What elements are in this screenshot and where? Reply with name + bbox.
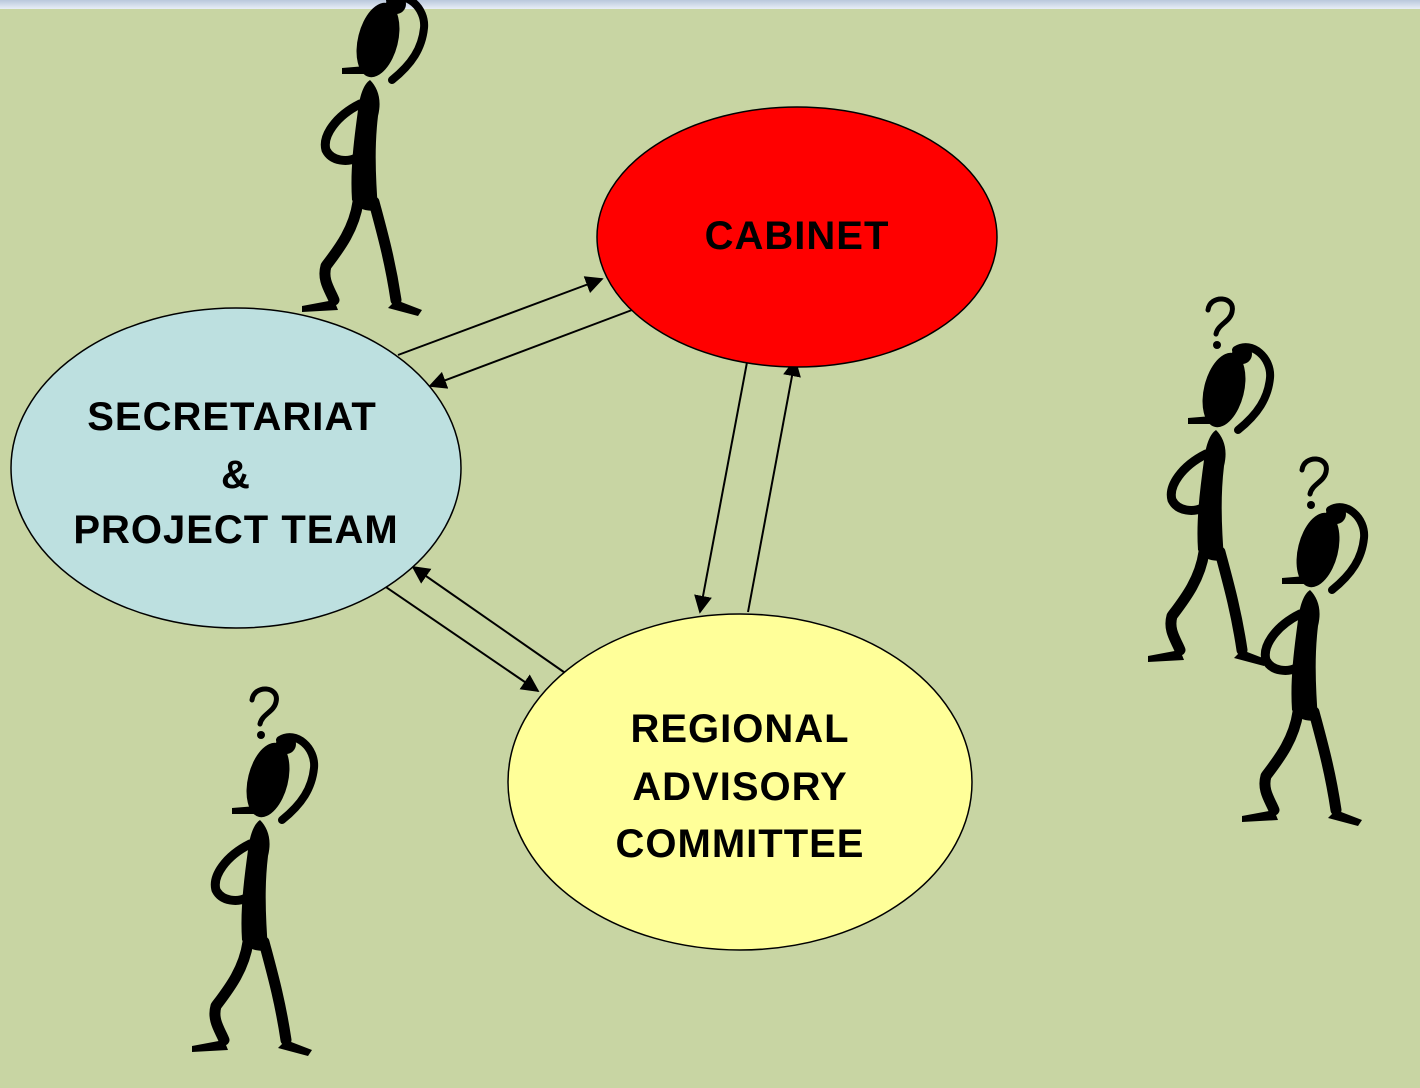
connector-arrows <box>379 276 801 693</box>
secretariat-label-line-3: PROJECT TEAM <box>73 508 398 552</box>
secretariat-ellipse <box>10 307 462 629</box>
window-top-edge <box>0 0 1420 9</box>
secretariat-label-line-2: & <box>221 453 251 497</box>
thinking-stick-figure-icon <box>192 689 314 1056</box>
arrow-cabinet-to-secretariat <box>428 309 633 389</box>
arrow-secretariat-to-cabinet <box>397 276 604 356</box>
committee-label-line-3: COMMITTEE <box>616 822 865 866</box>
committee-label-line-1: REGIONAL <box>630 707 849 751</box>
secretariat-node: SECRETARIAT & PROJECT TEAM <box>10 307 462 629</box>
secretariat-label-line-1: SECRETARIAT <box>87 395 377 439</box>
committee-label-line-2: ADVISORY <box>632 765 847 809</box>
committee-ellipse <box>507 613 973 951</box>
arrow-committee-to-secretariat <box>411 565 572 678</box>
regional-advisory-committee-node: REGIONAL ADVISORY COMMITTEE <box>507 613 973 951</box>
cabinet-label: CABINET <box>705 214 890 258</box>
thinking-stick-figure-icon <box>302 0 424 316</box>
arrow-cabinet-to-committee <box>694 356 749 614</box>
arrow-committee-to-cabinet <box>747 358 801 613</box>
cabinet-ellipse <box>596 106 998 368</box>
arrow-secretariat-to-committee <box>379 582 540 693</box>
thinking-stick-figure-icon <box>1148 299 1270 666</box>
cabinet-node: CABINET <box>596 106 998 368</box>
thinking-stick-figure-icon <box>1242 459 1364 826</box>
